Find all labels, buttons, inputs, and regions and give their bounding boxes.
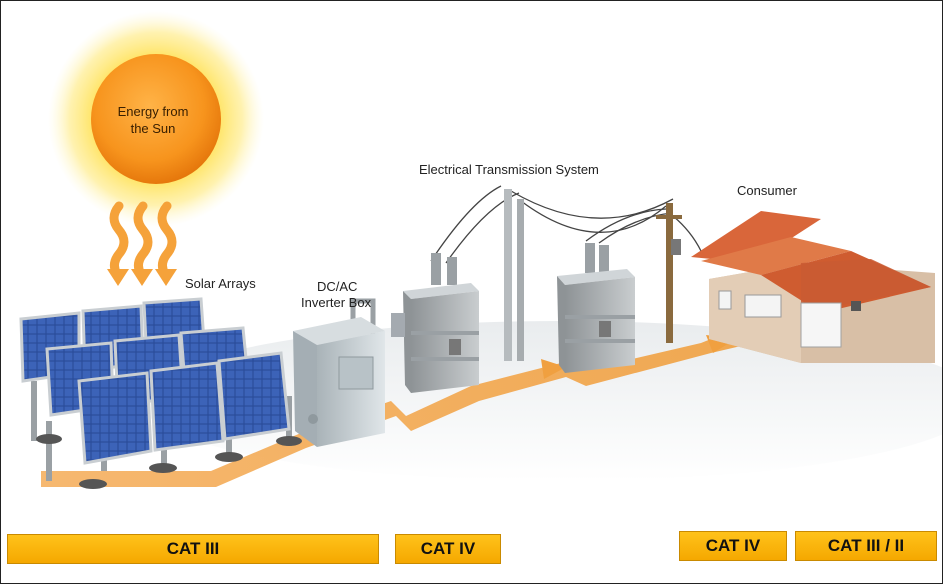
transmission-system-icon — [391, 185, 702, 393]
consumer-label: Consumer — [737, 183, 798, 198]
sun-rays-icon — [109, 201, 177, 279]
solar-arrays-label: Solar Arrays — [185, 276, 256, 291]
sun-icon — [48, 11, 264, 227]
category-bar-cat-iv-transmission: CAT IV — [395, 534, 501, 564]
category-bar-cat-iv-consumer: CAT IV — [679, 531, 787, 561]
consumer-house-icon — [691, 211, 935, 363]
category-bar-cat-iii-ii: CAT III / II — [795, 531, 937, 561]
sun-label-line-2: the Sun — [131, 121, 176, 136]
inverter-label-line-1: DC/AC — [317, 279, 357, 294]
sun-ray-arrowheads — [107, 269, 177, 286]
solar-arrays-icon — [19, 297, 302, 489]
inverter-label-line-2: Inverter Box — [301, 295, 372, 310]
sun-label-line-1: Energy from — [118, 104, 189, 119]
category-bar-cat-iii: CAT III — [7, 534, 379, 564]
transmission-label: Electrical Transmission System — [419, 162, 599, 177]
inverter-box-icon — [293, 298, 385, 447]
